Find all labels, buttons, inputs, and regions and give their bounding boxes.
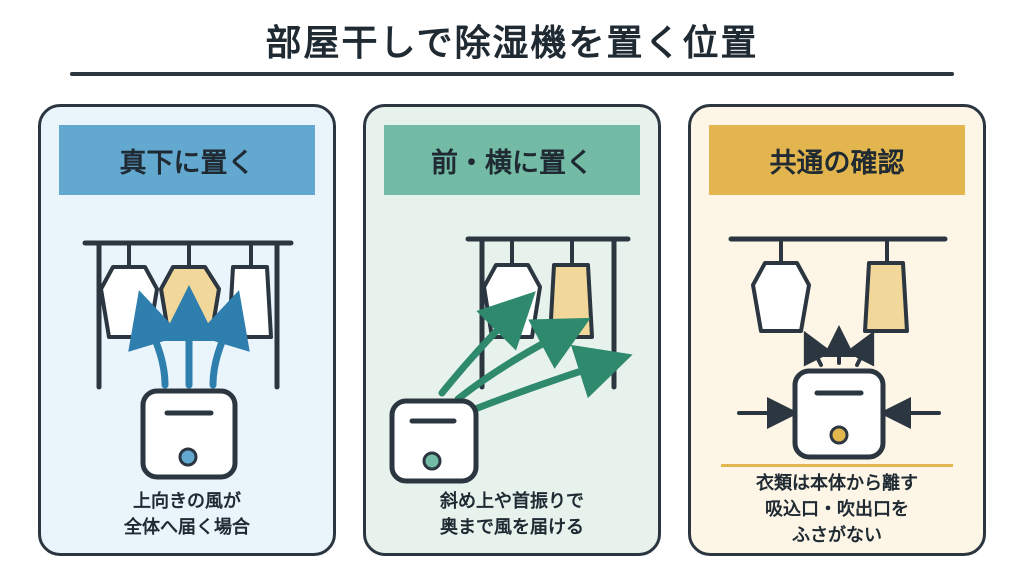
panel-header: 真下に置く <box>59 125 315 195</box>
scene-front-side <box>389 236 633 484</box>
diagonal-airflow-arrows <box>438 291 633 415</box>
panel-header: 前・横に置く <box>384 125 640 195</box>
shirt-icon <box>751 239 811 333</box>
dehumidifier-icon <box>140 388 238 480</box>
panel-common-checks: 共通の確認 <box>688 104 986 556</box>
panel-front-side: 前・横に置く 斜め上や首振 <box>363 104 661 556</box>
panel-caption: 斜め上や首振りで 奥まで風を届ける <box>440 491 584 538</box>
cloth-icon <box>227 243 273 339</box>
panel-caption: 衣類は本体から離す 吸込口・吹出口を ふさがない <box>756 473 918 546</box>
page-title: 部屋干しで除湿機を置く位置 <box>265 23 759 64</box>
exhaust-arrows <box>803 325 875 367</box>
shirt-icon <box>482 239 542 339</box>
title-underline <box>70 72 954 76</box>
panel-caption: 上向きの風が 全体へ届く場合 <box>124 491 250 538</box>
panel-header: 共通の確認 <box>709 125 965 195</box>
upward-airflow-arrows <box>128 285 250 389</box>
dehumidifier-icon <box>792 368 886 460</box>
panel-directly-below: 真下に置く <box>38 104 336 556</box>
scene-common-checks <box>728 236 948 460</box>
cloth-icon <box>548 239 594 339</box>
caption-divider <box>721 464 953 467</box>
cloth-icon <box>863 239 909 333</box>
dehumidifier-icon <box>389 398 479 484</box>
scene-directly-below <box>82 240 294 480</box>
